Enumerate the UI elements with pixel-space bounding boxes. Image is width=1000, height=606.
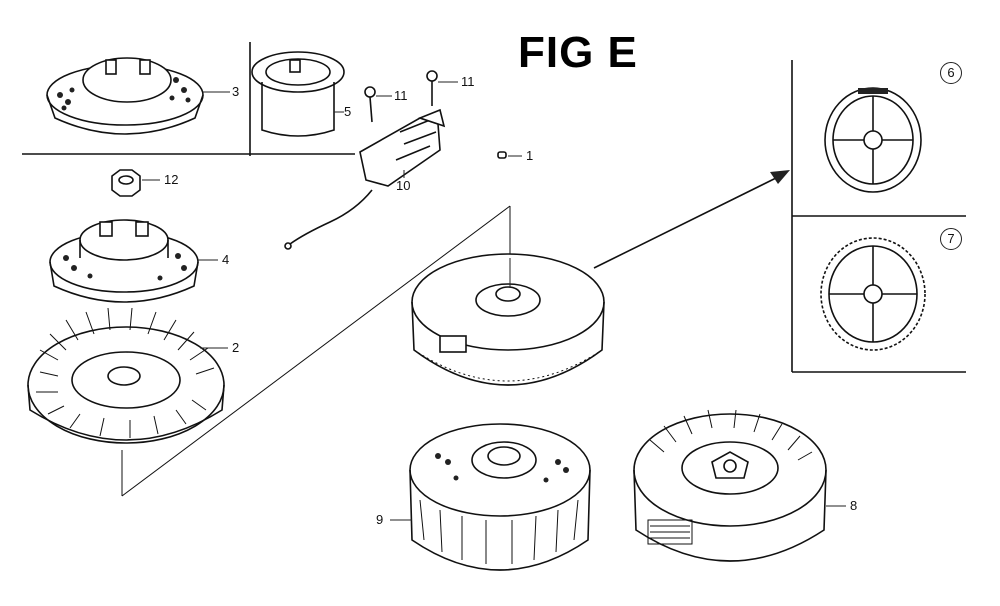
part-9-rotor-fan — [390, 423, 591, 571]
part-5-starter-cup — [251, 51, 345, 137]
part-3-starter-cover — [46, 57, 230, 135]
callout-5: 5 — [344, 104, 352, 119]
callout-10: 10 — [396, 178, 411, 193]
callout-11-b: 11 — [461, 74, 475, 89]
part-4-starter-pulley — [49, 219, 218, 303]
callout-4: 4 — [222, 252, 230, 267]
callout-7: 7 — [940, 228, 962, 250]
section-dividers — [22, 42, 966, 373]
part-10-ignition-coil — [284, 108, 446, 250]
part-7-toothed-view — [820, 237, 926, 351]
flywheel-assembly — [411, 170, 790, 386]
figure-title: FIG E — [518, 28, 638, 77]
callout-1: 1 — [526, 148, 534, 163]
callout-9: 9 — [376, 512, 384, 527]
callout-12: 12 — [164, 172, 179, 187]
part-6-top-view — [824, 87, 922, 193]
callout-11-a: 11 — [394, 88, 408, 103]
part-12-nut — [111, 169, 160, 197]
callout-2: 2 — [232, 340, 240, 355]
callout-6: 6 — [940, 62, 962, 84]
callout-3: 3 — [232, 84, 240, 99]
part-11-bolts — [364, 70, 458, 123]
part-8-flywheel-fan — [633, 409, 846, 562]
callout-8: 8 — [850, 498, 858, 513]
part-2-cooling-fan — [27, 307, 228, 444]
part-1-key — [497, 151, 522, 159]
